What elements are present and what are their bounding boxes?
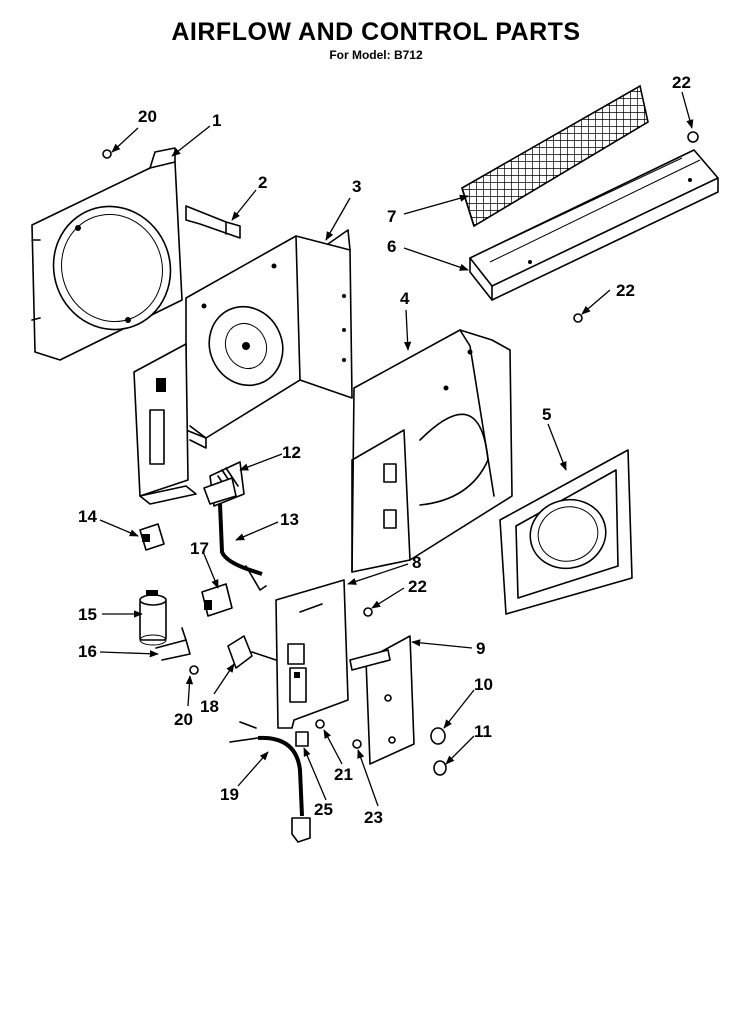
callout-5: 5 xyxy=(542,405,551,424)
page-title: AIRFLOW AND CONTROL PARTS xyxy=(171,18,581,46)
part-control-panel xyxy=(275,579,349,729)
part-screws xyxy=(102,131,699,749)
callout-12: 12 xyxy=(282,443,301,462)
part-orifice-panel xyxy=(133,229,353,505)
callout-17: 17 xyxy=(190,539,209,558)
callout-9: 9 xyxy=(476,639,485,658)
part-connector xyxy=(227,635,277,669)
part-filter-mesh xyxy=(461,84,649,228)
callout-20-bottom: 20 xyxy=(174,710,193,729)
part-switch xyxy=(139,523,165,551)
callout-11: 11 xyxy=(474,722,492,741)
part-capacitor-strap xyxy=(155,627,191,661)
callout-18: 18 xyxy=(200,697,219,716)
callout-3: 3 xyxy=(352,177,361,196)
callout-22-top: 22 xyxy=(672,73,691,92)
callout-13: 13 xyxy=(280,510,299,529)
callout-8: 8 xyxy=(412,553,421,572)
part-capillary-tube xyxy=(218,503,267,591)
callout-21: 21 xyxy=(334,765,353,784)
callout-14: 14 xyxy=(78,507,97,526)
part-scroll-housing xyxy=(351,329,513,573)
part-bracket xyxy=(185,205,241,239)
callout-25: 25 xyxy=(314,800,333,819)
part-grommet xyxy=(295,731,309,747)
callout-22-panel: 22 xyxy=(408,577,427,596)
callout-19: 19 xyxy=(220,785,239,804)
callout-10: 10 xyxy=(474,675,493,694)
callout-22-tray: 22 xyxy=(616,281,635,300)
part-front-frame xyxy=(499,449,633,615)
part-thermostat xyxy=(203,461,245,507)
part-fan-shroud xyxy=(31,147,183,361)
part-control-plate xyxy=(349,635,415,765)
callout-numbers: 20 1 2 3 7 6 22 22 4 5 12 13 14 17 8 22 … xyxy=(78,73,691,827)
part-knobs xyxy=(430,727,447,776)
part-filter-tray xyxy=(469,149,719,301)
part-power-cord xyxy=(229,721,311,843)
callout-6: 6 xyxy=(387,237,396,256)
callout-16: 16 xyxy=(78,642,97,661)
model-subtitle: For Model: B712 xyxy=(329,48,423,62)
callout-23: 23 xyxy=(364,808,383,827)
callout-15: 15 xyxy=(78,605,97,624)
part-capacitor xyxy=(139,590,167,646)
callout-2: 2 xyxy=(258,173,267,192)
callout-4: 4 xyxy=(400,289,410,308)
callout-1: 1 xyxy=(212,111,221,130)
callout-7: 7 xyxy=(387,207,396,226)
part-relay xyxy=(201,583,233,617)
leader-lines xyxy=(99,91,694,807)
callout-20-top: 20 xyxy=(138,107,157,126)
